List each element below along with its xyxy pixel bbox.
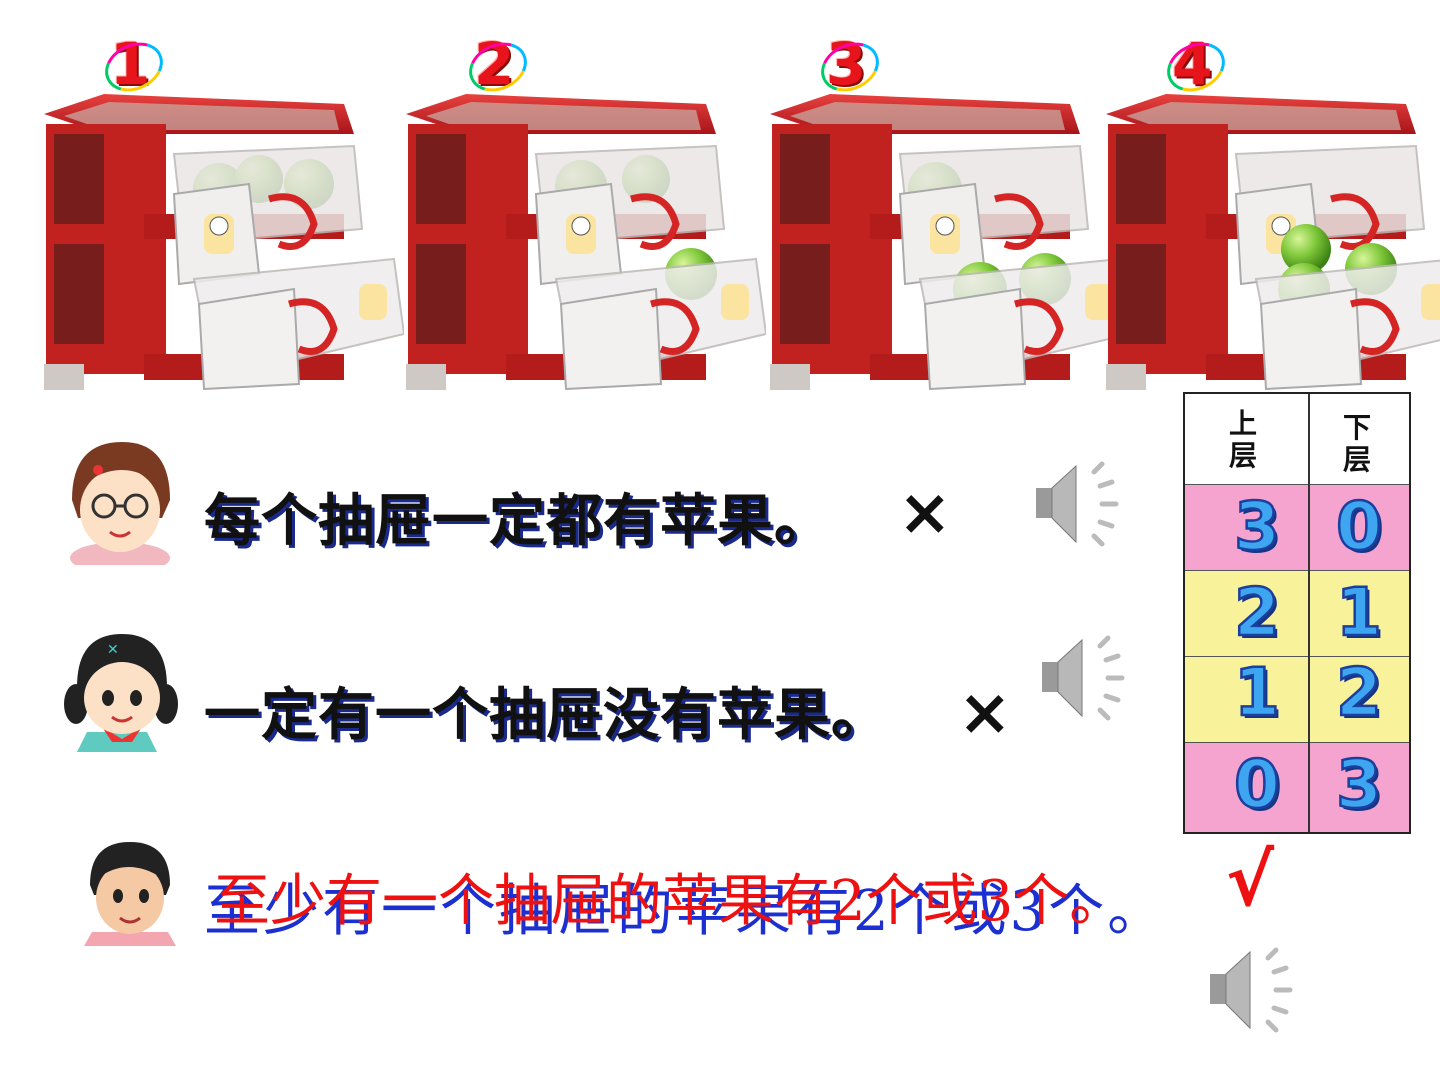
drawer-unit-4 <box>1106 94 1440 390</box>
svg-text:✕: ✕ <box>107 642 119 658</box>
table-row: 2 1 <box>1185 570 1409 656</box>
drawer-number-4: 4 <box>1159 33 1233 101</box>
drawer-unit-2 <box>406 94 766 390</box>
speaker-icon[interactable] <box>1206 946 1302 1036</box>
drawer-number-2: 2 <box>461 33 535 101</box>
header-lower: 下 层 <box>1343 411 1372 476</box>
boy-avatar <box>84 842 176 946</box>
digit-lower: 0 <box>1335 487 1383 567</box>
cross-mark-2: × <box>958 676 1012 750</box>
drawer-number-1: 1 <box>97 33 171 101</box>
statement-2: 一定有一个抽屉没有苹果。 <box>204 683 888 748</box>
digit-lower: 1 <box>1335 573 1383 653</box>
digit-lower: 2 <box>1335 653 1383 733</box>
drawer-unit-3 <box>770 94 1130 390</box>
girl-avatar <box>70 442 170 565</box>
table-row: 3 0 <box>1185 484 1409 570</box>
distribution-table: 上 层 下 层 3 0 2 1 1 2 0 3 <box>1183 392 1411 834</box>
statement-3-blue: 至少有一个抽屉的苹果有2个或3个。 <box>204 879 1167 944</box>
digit-upper: 0 <box>1233 745 1281 825</box>
table-row: 0 3 <box>1185 742 1409 832</box>
digit-upper: 2 <box>1233 573 1281 653</box>
statement-3-red: 至少有一个抽屉的苹果有2个或3个。 <box>214 869 1126 934</box>
digit-lower: 3 <box>1335 745 1383 825</box>
drawer-number-3: 3 <box>813 33 887 101</box>
girl-avatar-2: ✕ <box>64 634 178 752</box>
drawer-unit-1 <box>44 94 404 390</box>
cross-mark-1: × <box>898 476 952 550</box>
speaker-icon[interactable] <box>1032 460 1128 550</box>
header-upper: 上 层 <box>1229 407 1258 472</box>
check-mark: √ <box>1226 838 1275 922</box>
speaker-icon[interactable] <box>1038 634 1134 724</box>
table-row: 1 2 <box>1185 653 1409 742</box>
digit-upper: 3 <box>1233 487 1281 567</box>
statement-1: 每个抽屉一定都有苹果。 <box>204 489 831 554</box>
digit-upper: 1 <box>1233 653 1281 733</box>
apple <box>1281 224 1331 274</box>
